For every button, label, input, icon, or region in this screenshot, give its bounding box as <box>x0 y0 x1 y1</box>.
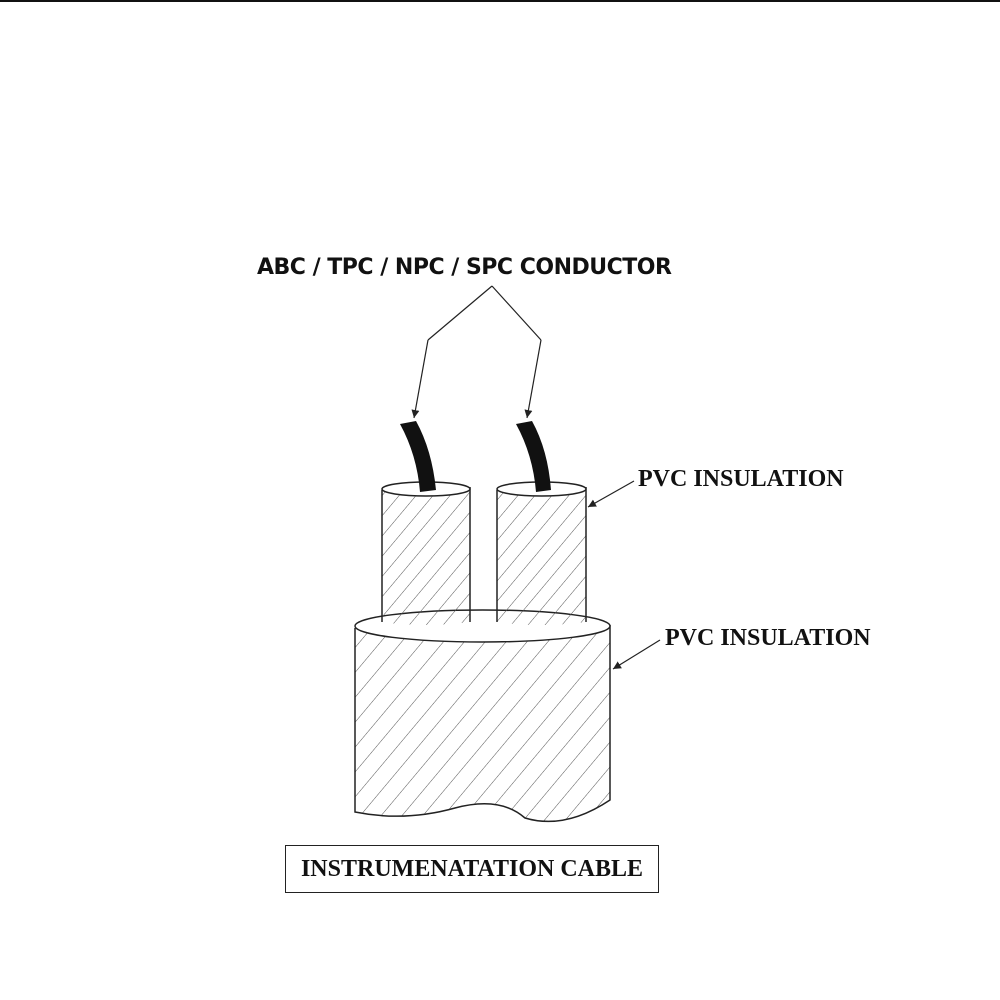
conductor-label: ABC / TPC / NPC / SPC CONDUCTOR <box>257 255 672 280</box>
core-insulation-leader <box>587 480 635 508</box>
right-core <box>496 481 587 625</box>
left-core <box>381 481 471 625</box>
left-conductor <box>400 421 436 492</box>
outer-sheath <box>354 609 611 823</box>
conductor-leaders <box>411 285 542 419</box>
sheath-insulation-leader <box>612 639 661 670</box>
sheath-insulation-label: PVC INSULATION <box>665 625 871 651</box>
core-insulation-label: PVC INSULATION <box>638 466 844 492</box>
caption-box: INSTRUMENATATION CABLE <box>285 845 659 893</box>
top-border-line <box>0 0 1000 2</box>
caption-text: INSTRUMENATATION CABLE <box>300 855 644 882</box>
right-conductor <box>516 421 551 492</box>
